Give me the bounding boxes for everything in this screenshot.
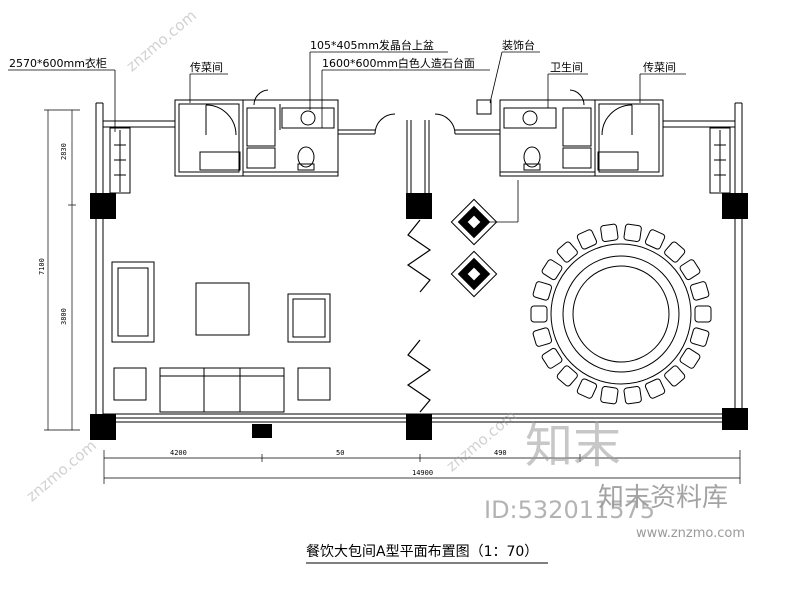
dining-chair [530,305,548,323]
entry-doors [374,99,492,135]
dining-chair [644,229,666,250]
label-decor-stand: 装饰台 [502,38,535,52]
lounge-furniture [111,261,331,413]
watermark-id: ID:532011575 [484,496,655,524]
dining-chair [600,386,619,405]
dining-chair [556,241,578,263]
watermark-site-url: www.znzmo.com [636,526,745,541]
round-dining-table [530,223,712,405]
dim-bottom-3: 490 [494,449,507,457]
decor-stands [450,198,498,298]
columns [90,193,748,440]
dining-chair [694,305,712,323]
dim-lower-left: 3800 [60,308,68,325]
label-pass-room-right: 传菜间 [643,61,676,74]
dim-bottom-2: 50 [336,449,344,457]
wardrobe-left [109,127,131,194]
watermark-url-top: znzmo.com [123,6,200,75]
label-counter: 1600*600mm白色人造石台面 [322,56,475,70]
dining-chair [689,281,710,301]
dining-chair [664,241,686,263]
dining-chair [679,347,701,369]
callout-leaders [8,51,686,223]
dining-chair [689,327,710,347]
dining-chair [541,347,563,369]
label-toilet-right: 卫生间 [550,60,583,74]
dim-bottom-1: 4200 [170,449,187,457]
dim-bottom-total: 14900 [412,469,433,477]
watermark-brand-large: 知末 [525,418,621,474]
dimension-lines [44,109,741,484]
dining-chair [556,365,578,387]
dim-top-left: 2830 [60,143,68,160]
dining-chair [600,223,619,242]
dining-chair [623,386,642,405]
label-pass-room-left: 传菜间 [190,61,223,74]
right-toilet-fixtures [503,89,639,171]
dining-chair [532,327,553,347]
dining-chair [576,229,598,250]
walls [95,99,743,440]
drawing-title: 餐饮大包间A型平面布置图（1：70） [306,544,538,560]
label-basin: 105*405mm发晶台上盆 [310,38,434,52]
watermark-brand-full: 知末资料库 [598,483,728,513]
dining-chair [664,365,686,387]
watermark-url-left: znzmo.com [23,436,100,505]
watermark-url-mid: znzmo.com [443,406,520,475]
dining-chair [644,378,666,399]
left-toilet-fixtures [199,89,335,171]
label-wardrobe: 2570*600mm衣柜 [9,56,107,70]
folding-partition [406,219,432,413]
dining-chair [679,259,701,281]
dim-total-height: 7100 [38,258,46,275]
dining-chair [541,259,563,281]
wardrobe-right [709,127,731,194]
dining-chair [623,223,642,242]
dining-chair [532,281,553,301]
dining-chair [576,378,598,399]
